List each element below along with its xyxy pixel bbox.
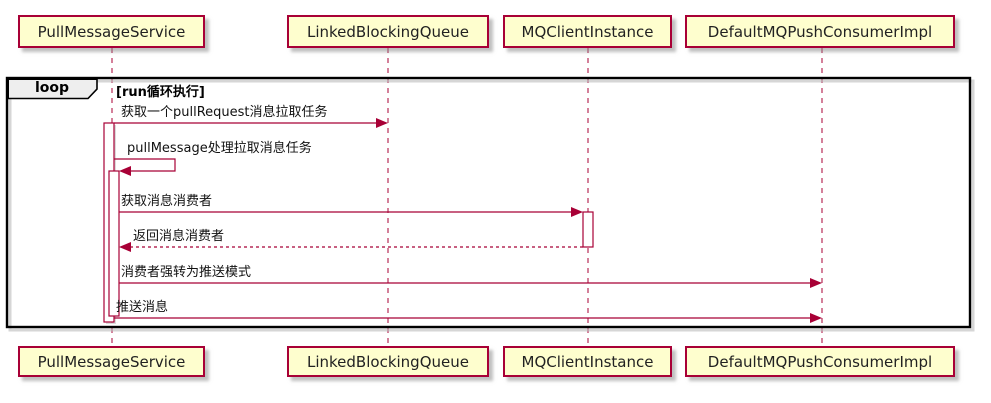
message-label-self-pullmessage: pullMessage处理拉取消息任务	[127, 141, 312, 156]
arrow-self-pullmessage	[114, 158, 176, 172]
participant-label: PullMessageService	[37, 22, 186, 41]
participant-bottom-pullmessageservice: PullMessageService	[18, 346, 205, 377]
participant-label: PullMessageService	[37, 352, 186, 371]
participant-bottom-linkedblockingqueue: LinkedBlockingQueue	[287, 346, 489, 377]
participant-label: LinkedBlockingQueue	[307, 352, 469, 371]
participant-top-defaultmqpushconsumerimpl: DefaultMQPushConsumerImpl	[685, 15, 955, 48]
message-label-return-consumer: 返回消息消费者	[133, 229, 225, 244]
activation-bars	[103, 122, 594, 324]
activation-pullmessageservice-inner	[108, 170, 120, 317]
participant-top-mqclientinstance: MQClientInstance	[503, 15, 672, 48]
message-label-push-message: 推送消息	[116, 300, 169, 315]
lifelines	[111, 48, 823, 346]
participant-label: DefaultMQPushConsumerImpl	[707, 22, 933, 41]
loop-operator-tab	[7, 78, 98, 100]
activation-mqclientinstance	[582, 211, 594, 248]
loop-guard-label: [run循环执行]	[116, 85, 205, 100]
message-label-cast-push-mode: 消费者强转为推送模式	[121, 265, 252, 280]
participant-label: LinkedBlockingQueue	[307, 22, 469, 41]
message-arrows	[114, 118, 822, 323]
participant-top-pullmessageservice: PullMessageService	[18, 15, 205, 48]
message-label-get-pullrequest: 获取一个pullRequest消息拉取任务	[121, 105, 328, 120]
message-label-get-consumer: 获取消息消费者	[121, 194, 213, 209]
participant-label: MQClientInstance	[521, 22, 654, 41]
loop-frame	[5, 76, 975, 332]
loop-operator-label: loop	[34, 80, 70, 96]
participant-label: MQClientInstance	[521, 352, 654, 371]
participant-bottom-mqclientinstance: MQClientInstance	[503, 346, 672, 377]
participant-top-linkedblockingqueue: LinkedBlockingQueue	[287, 15, 489, 48]
participant-bottom-defaultmqpushconsumerimpl: DefaultMQPushConsumerImpl	[685, 346, 955, 377]
participant-label: DefaultMQPushConsumerImpl	[707, 352, 933, 371]
